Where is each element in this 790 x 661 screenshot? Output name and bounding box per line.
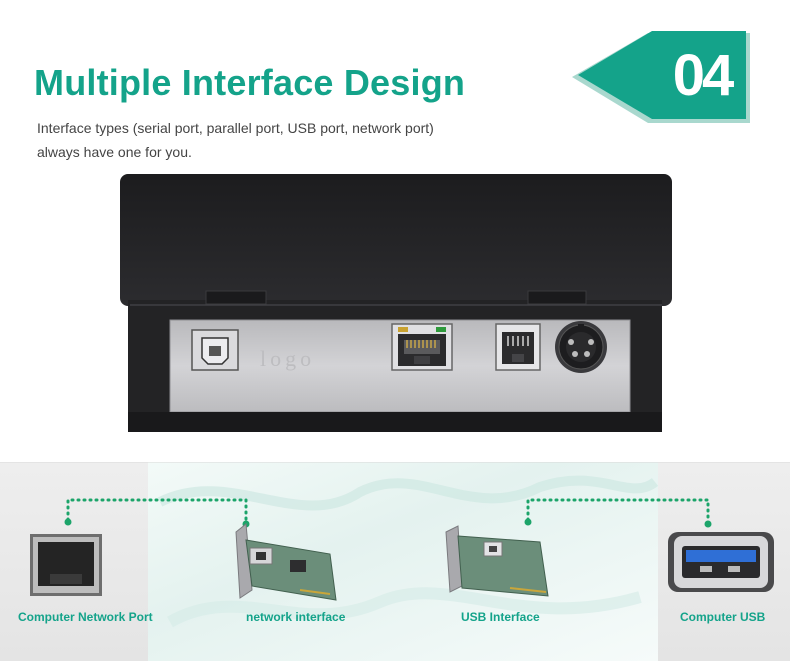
interface-strip-background: [0, 462, 790, 661]
rj45-port-icon: [391, 323, 453, 371]
subtitle-line-1: Interface types (serial port, parallel p…: [37, 120, 434, 136]
computer-network-port-icon: [30, 534, 102, 596]
page-subtitle: Interface types (serial port, parallel p…: [37, 116, 497, 164]
svg-text:logo: logo: [260, 346, 315, 371]
network-interface-label: network interface: [246, 610, 346, 624]
page-title: Multiple Interface Design: [34, 62, 466, 103]
computer-network-port-label: Computer Network Port: [18, 610, 153, 624]
network-interface-card-icon: [235, 523, 337, 601]
usb-interface-card-icon: [445, 525, 549, 597]
badge-number: 04: [672, 43, 735, 108]
number-badge-arrow-icon: [572, 31, 750, 123]
computer-usb-icon: [668, 532, 774, 592]
usb-b-port-icon: [191, 329, 239, 371]
computer-usb-label: Computer USB: [680, 610, 766, 624]
rj11-port-icon: [495, 323, 541, 371]
subtitle-line-2: always have one for you.: [37, 144, 192, 160]
power-din-port-icon: [555, 321, 607, 373]
printer-rear-image: logo: [120, 174, 672, 432]
usb-interface-label: USB Interface: [461, 610, 540, 624]
